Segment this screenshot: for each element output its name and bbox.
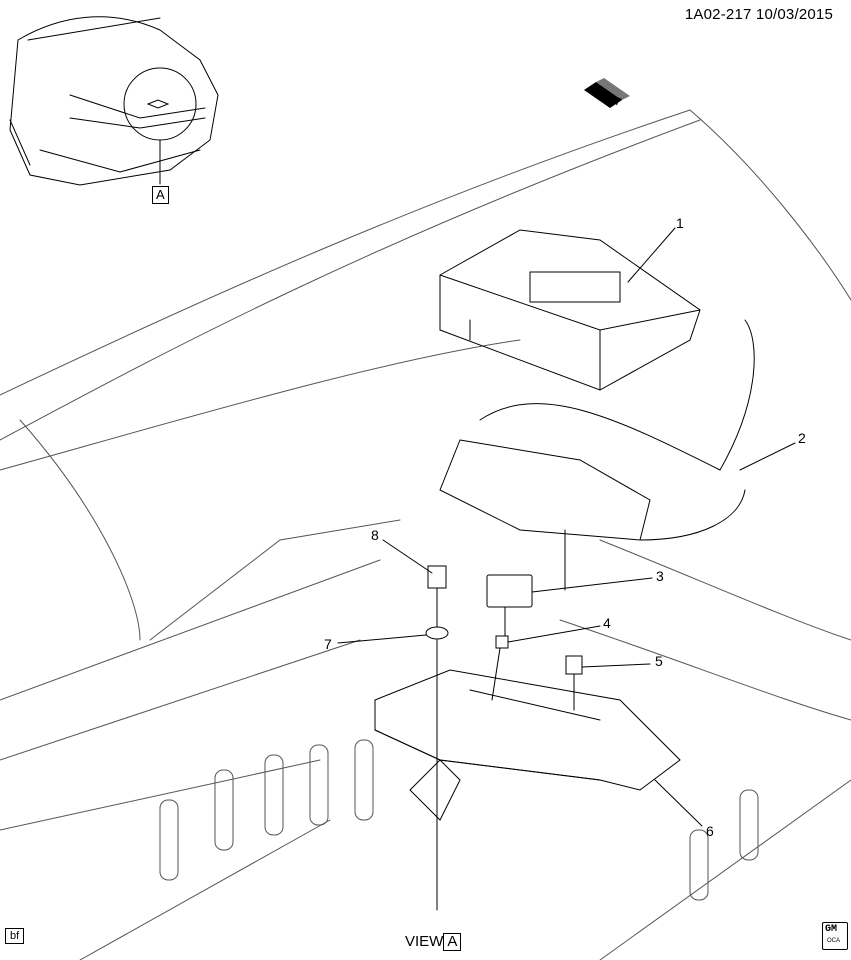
leader-lines (337, 227, 796, 827)
part-4-fuse (495, 635, 509, 649)
diagram-id: 1A02-217 10/03/2015 (684, 6, 833, 23)
part-8-relay (427, 565, 447, 589)
callout-4: 4 (603, 615, 611, 631)
inset-view-label: A (152, 186, 169, 204)
callout-5: 5 (655, 653, 663, 669)
front-arrow-icon (584, 78, 630, 108)
floor-ribs (159, 739, 759, 901)
part-5-fuse (565, 655, 583, 675)
part-6-fuse-block (374, 669, 681, 821)
callout-1: 1 (676, 215, 684, 231)
part-7-clip (425, 626, 449, 640)
part-2-harness (439, 319, 755, 541)
callout-6: 6 (706, 823, 714, 839)
inset-car-drawing (9, 16, 219, 186)
callout-2: 2 (798, 430, 806, 446)
gm-logo: GM OCA (822, 922, 848, 950)
callout-8: 8 (371, 527, 379, 543)
footer-tag: bf (5, 928, 25, 944)
trunk-floor-lines (0, 109, 851, 960)
callout-3: 3 (656, 568, 664, 584)
callout-7: 7 (324, 636, 332, 652)
part-3-relay (486, 574, 533, 608)
part-1-cover (439, 229, 701, 391)
front-direction-indicator: FRT (582, 78, 642, 118)
